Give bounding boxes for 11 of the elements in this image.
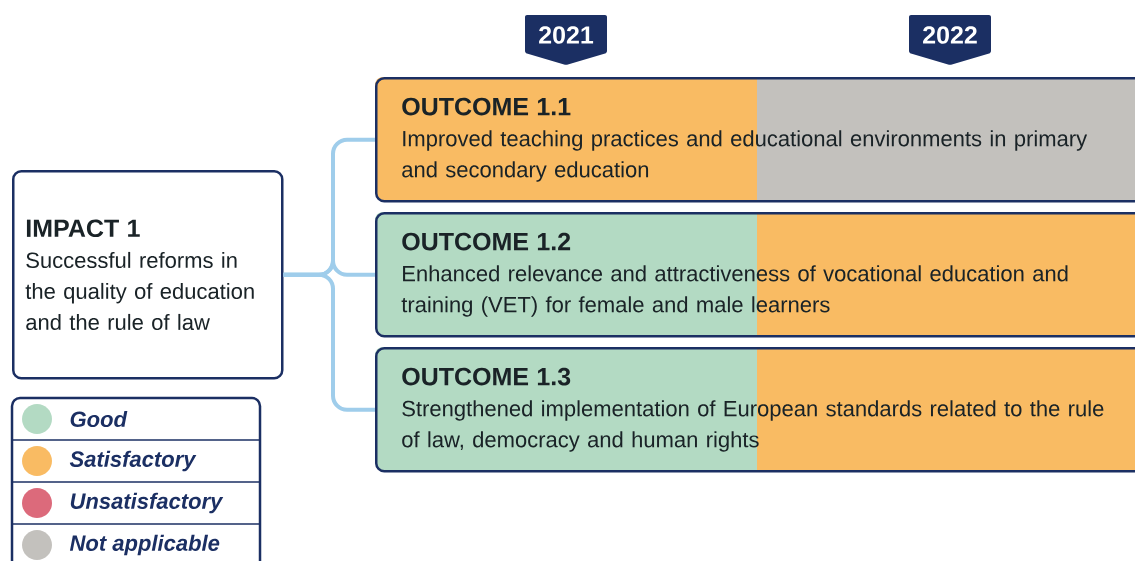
outcome-box: OUTCOME 1.2 Enhanced relevance and attractiveness of vocational education and training (VET) for female and male learners	[375, 212, 1135, 338]
connector-line	[283, 272, 375, 412]
outcome-box: OUTCOME 1.1 Improved teaching practices and educational environments in primary and secondary education	[375, 77, 1135, 203]
legend-label: Unsatisfactory	[70, 492, 224, 514]
year-badge: 2022	[909, 15, 991, 65]
impact-box: IMPACT 1 Successful reforms in the quality of education and the rule of law	[12, 170, 284, 380]
legend-label: Not applicable	[69, 534, 220, 556]
outcome-box: OUTCOME 1.3 Strengthened implementation of European standards related to the rule of law, democracy and human rights	[375, 347, 1135, 473]
year-badge: 2021	[525, 15, 607, 65]
legend-label: Good	[70, 410, 128, 428]
legend-label: Satisfactory	[69, 450, 197, 472]
